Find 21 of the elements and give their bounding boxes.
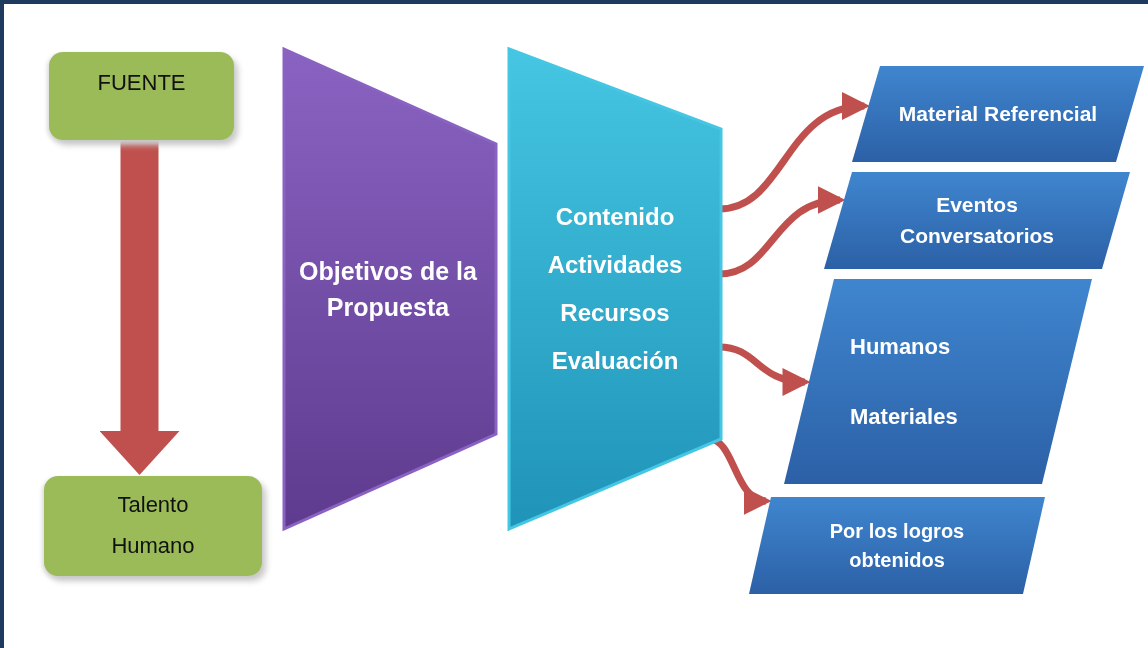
trapezoid-shape: [284, 49, 496, 529]
trapezoid-shape: [509, 49, 721, 529]
parallelogram-box: [749, 497, 1045, 594]
node-label: Por los logros obtenidos: [828, 518, 966, 573]
parallelogram-box: [824, 172, 1130, 269]
node-label: Material Referencial: [898, 100, 1098, 127]
rounded-box: [49, 52, 234, 140]
node-label: Eventos Conversatorios: [898, 192, 1055, 249]
node-label: Talento Humano: [110, 491, 196, 560]
node-label: Contenido: [555, 202, 675, 232]
node-label: FUENTE: [97, 69, 186, 97]
parallelogram-box: [784, 279, 1092, 484]
node-label: Actividades: [547, 250, 683, 280]
node-label: Recursos: [560, 298, 670, 328]
node-label: Humanos: [850, 335, 951, 358]
rounded-box: [44, 476, 262, 576]
arrow: [99, 140, 180, 475]
node-label: Evaluación: [551, 346, 679, 376]
parallelogram-box: [852, 66, 1144, 162]
node-label: Materiales: [850, 405, 958, 428]
node-label: Objetivos de la Propuesta: [298, 255, 478, 323]
